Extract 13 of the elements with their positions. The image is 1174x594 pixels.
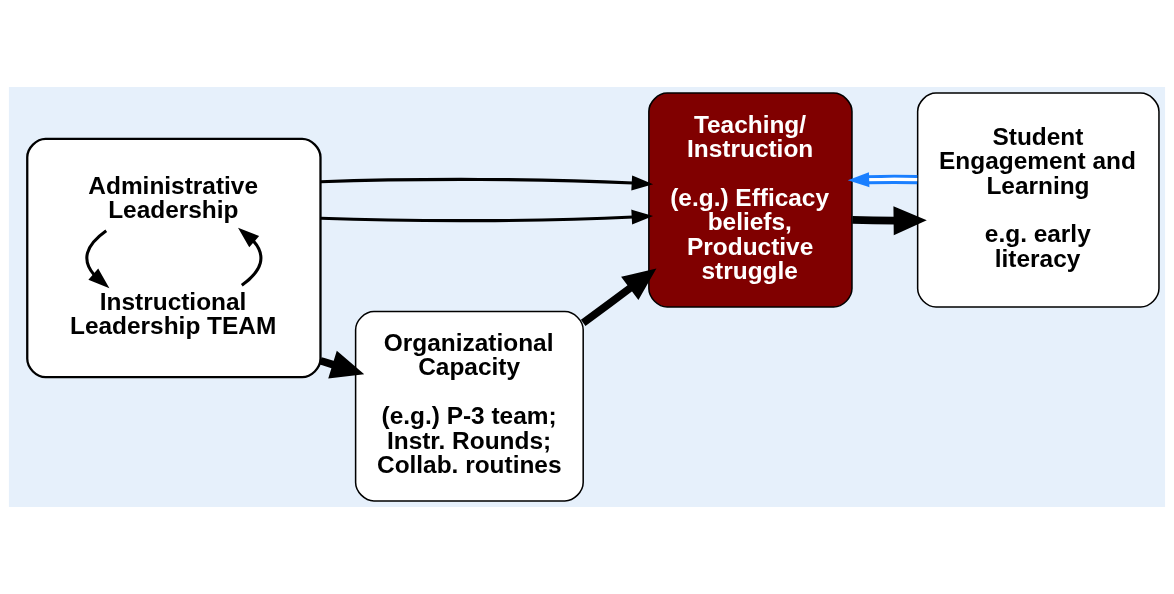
arrow (320, 209, 654, 225)
arrow (320, 175, 654, 191)
arrow (852, 206, 927, 236)
node-text: Instructional Leadership TEAM (70, 287, 277, 340)
cluster (26, 137, 322, 379)
arrow (85, 229, 110, 289)
node-box: Student Engagement and Learning e.g. early literacy (916, 92, 1160, 308)
arrow (238, 227, 263, 287)
node-box: Organizational Capacity (e.g.) P-3 team; Instr. Rounds; Collab. routines (354, 310, 584, 502)
arrow (580, 268, 657, 326)
node-box: Teaching/ Instruction (e.g.) Efficacy beliefs, Productive struggle (648, 92, 853, 308)
arrow (847, 172, 918, 188)
node-text: Administrative Leadership (88, 171, 258, 224)
